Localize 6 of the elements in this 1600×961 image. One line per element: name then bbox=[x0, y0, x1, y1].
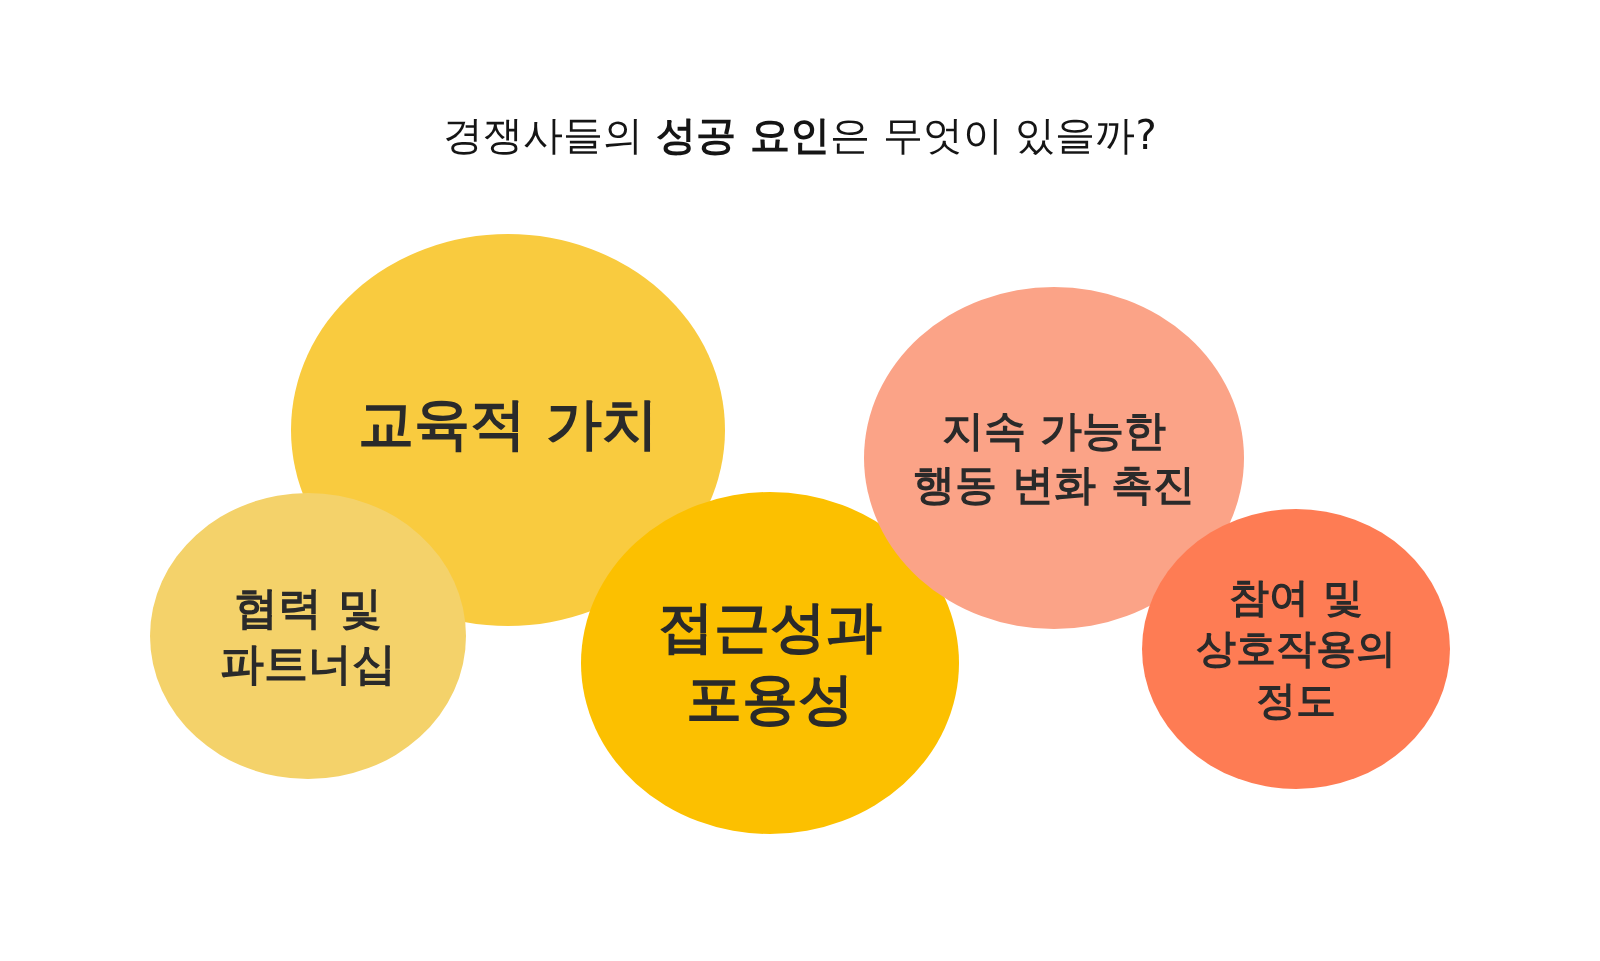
bubble-label: 참여 및 상호작용의 정도 bbox=[1195, 573, 1397, 725]
bubble-label: 협력 및 파트너십 bbox=[219, 580, 397, 691]
bubble-label: 지속 가능한 행동 변화 촉진 bbox=[912, 405, 1196, 511]
bubble-label: 접근성과 포용성 bbox=[657, 593, 883, 733]
bubble-label: 교육적 가치 bbox=[358, 390, 658, 459]
title: 경쟁사들의 성공 요인은 무엇이 있을까? bbox=[443, 111, 1157, 160]
